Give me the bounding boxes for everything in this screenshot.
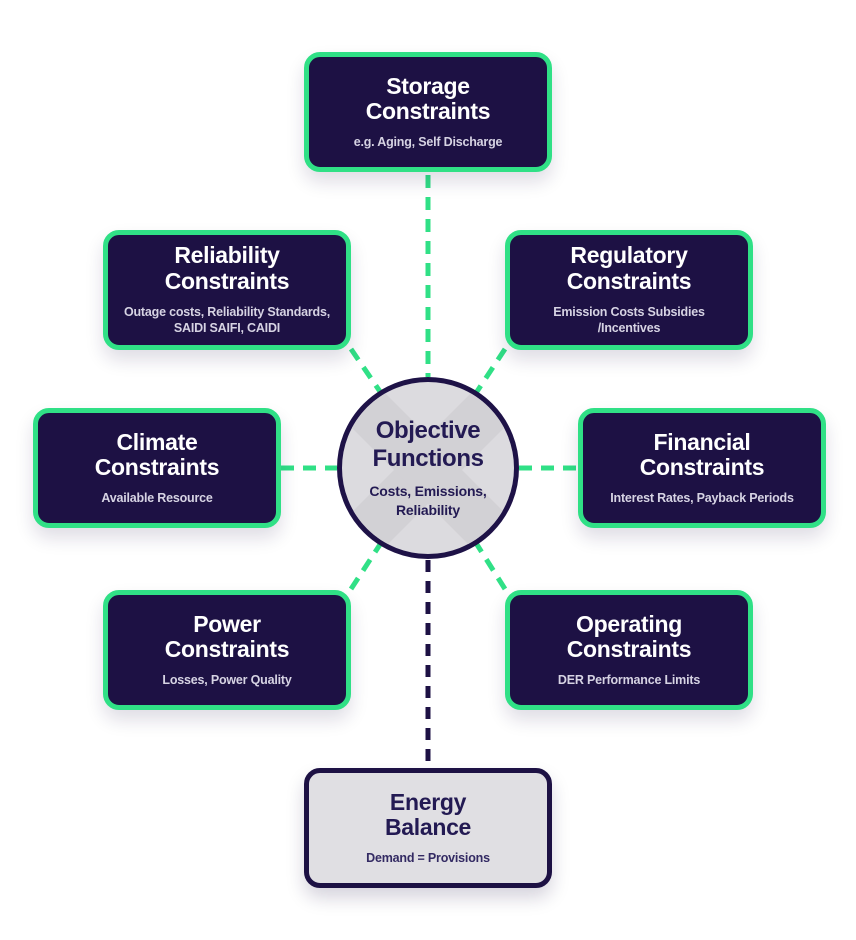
node-subtitle: Available Resource xyxy=(101,491,213,505)
node-storage-constraints: Storage Constraints e.g. Aging, Self Dis… xyxy=(304,52,552,172)
node-title: Regulatory Constraints xyxy=(566,242,692,294)
node-title: Operating Constraints xyxy=(566,610,692,663)
node-title: Climate Constraints xyxy=(94,428,220,481)
node-objective-functions: Objective Functions Costs, Emissions, Re… xyxy=(337,377,519,559)
node-subtitle: Losses, Power Quality xyxy=(162,673,292,687)
node-subtitle: Emission Costs Subsidies /Incentives xyxy=(553,304,705,336)
node-subtitle: DER Performance Limits xyxy=(557,673,701,687)
node-subtitle: Demand = Provisions xyxy=(366,851,490,865)
node-title: Power Constraints xyxy=(164,610,290,663)
node-title: Energy Balance xyxy=(384,788,472,841)
center-title: Objective Functions xyxy=(372,417,484,472)
node-subtitle: Interest Rates, Payback Periods xyxy=(610,491,794,505)
node-financial-constraints: Financial Constraints Interest Rates, Pa… xyxy=(578,408,826,528)
center-subtitle: Costs, Emissions, Reliability xyxy=(369,483,487,518)
node-title: Storage Constraints xyxy=(365,72,491,125)
node-title: Financial Constraints xyxy=(639,428,765,481)
node-title: Reliability Constraints xyxy=(164,242,290,294)
node-subtitle: e.g. Aging, Self Discharge xyxy=(353,135,503,149)
node-energy-balance: Energy Balance Demand = Provisions xyxy=(304,768,552,888)
node-climate-constraints: Climate Constraints Available Resource xyxy=(33,408,281,528)
node-power-constraints: Power Constraints Losses, Power Quality xyxy=(103,590,351,710)
node-reliability-constraints: Reliability Constraints Outage costs, Re… xyxy=(103,230,351,350)
node-regulatory-constraints: Regulatory Constraints Emission Costs Su… xyxy=(505,230,753,350)
node-operating-constraints: Operating Constraints DER Performance Li… xyxy=(505,590,753,710)
node-subtitle: Outage costs, Reliability Standards, SAI… xyxy=(123,304,331,336)
connector-regulatory xyxy=(473,347,508,395)
